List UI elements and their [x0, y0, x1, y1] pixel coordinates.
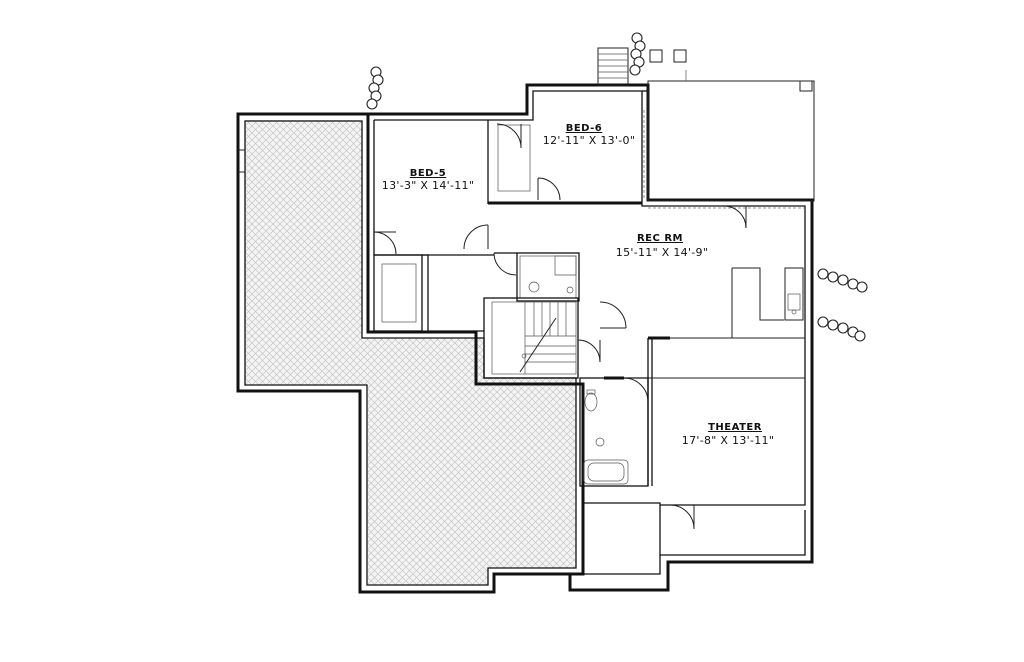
bed5-name-label: BED-5 — [410, 168, 447, 179]
covered-patio — [647, 70, 815, 202]
rec-dims-label: 15'-11" X 14'-9" — [616, 246, 708, 259]
bed5-room — [373, 120, 560, 332]
bed6-dims-label: 12'-11" X 13'-0" — [543, 134, 635, 147]
rec-room — [420, 205, 805, 340]
bed6-room — [496, 47, 687, 205]
bed6-name-label: BED-6 — [566, 123, 603, 134]
rec-name-label: REC RM — [637, 233, 683, 244]
exterior-walls — [368, 83, 814, 592]
theater-room — [647, 338, 805, 530]
landscape-shrubs — [366, 32, 868, 342]
theater-name-label: THEATER — [708, 422, 762, 433]
theater-dims-label: 17'-8" X 13'-11" — [682, 434, 774, 447]
bathroom — [579, 376, 649, 487]
interior-stairs — [483, 297, 627, 379]
bed5-dims-label: 13'-3" X 14'-11" — [382, 179, 474, 192]
